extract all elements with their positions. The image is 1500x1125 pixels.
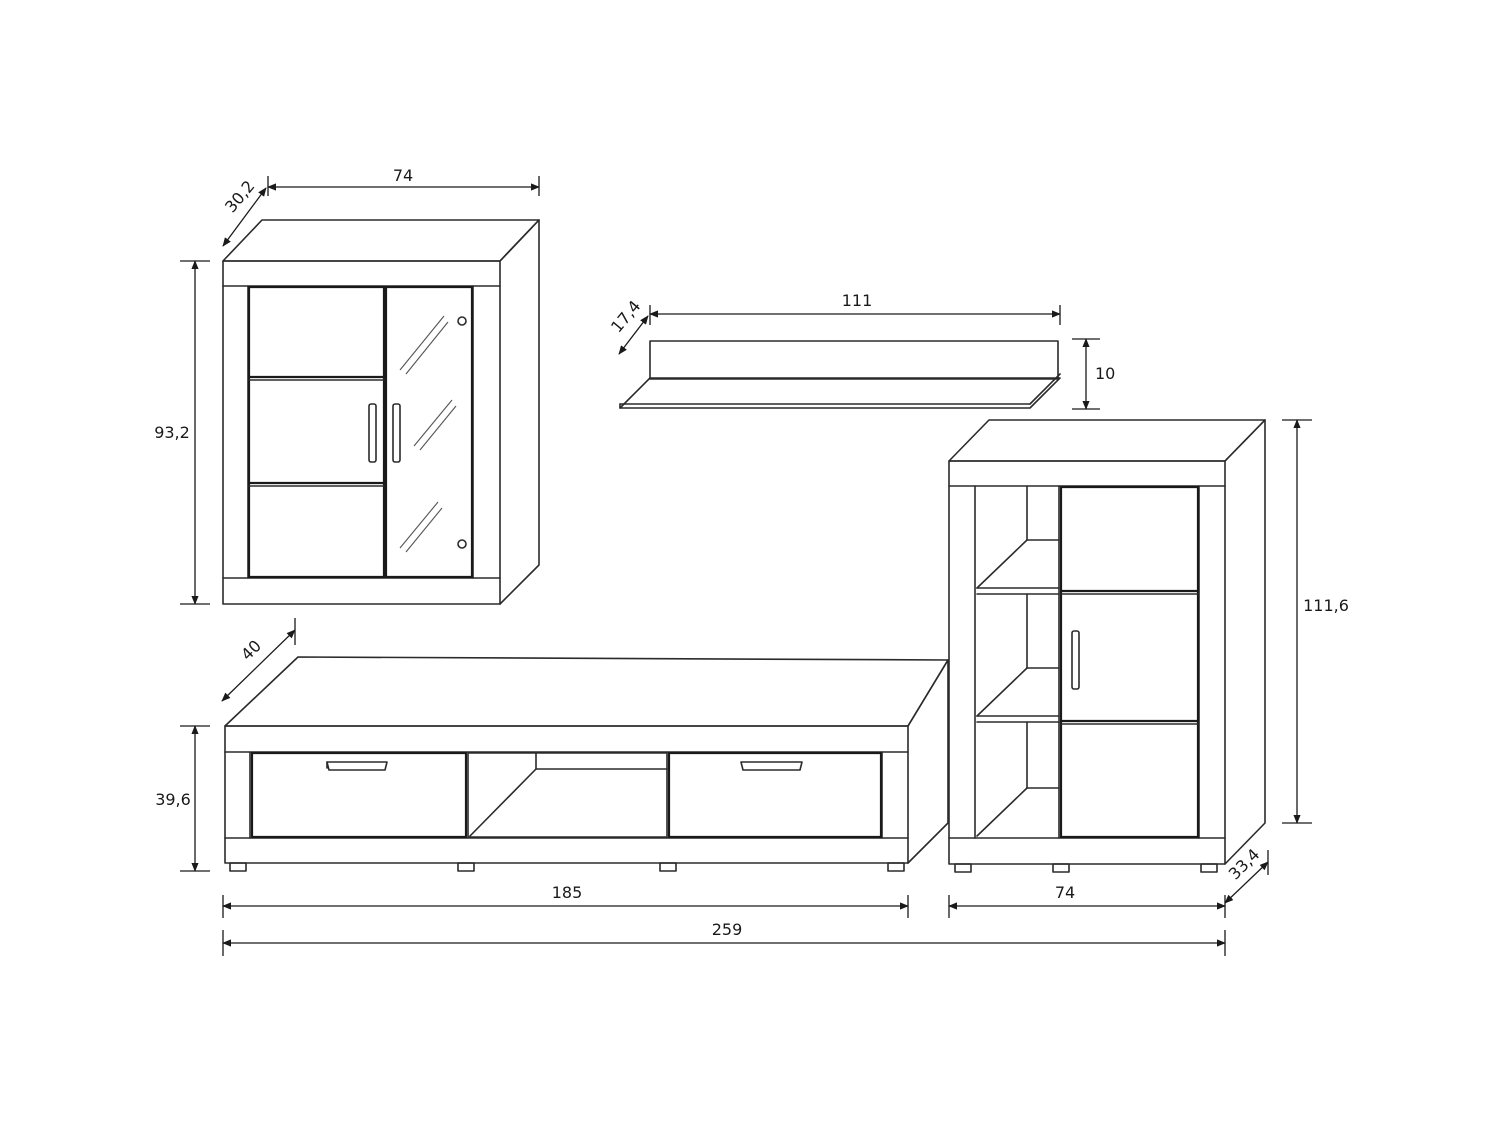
tv-stand-width-label: 185	[552, 883, 583, 902]
highboard-depth-label: 33,4	[1225, 845, 1264, 884]
tv-stand-depth-label: 40	[237, 636, 265, 664]
highboard-width-label: 74	[1055, 883, 1075, 902]
wall-shelf	[619, 340, 1061, 409]
shelf-height-label: 10	[1095, 364, 1115, 383]
shelf-width-label: 111	[842, 291, 873, 310]
highboard-height-label: 111,6	[1303, 596, 1349, 615]
dimension-lines	[180, 176, 1312, 956]
total-width-label: 259	[712, 920, 743, 939]
wall-cabinet	[222, 219, 540, 605]
wall-cabinet-depth-label: 30,2	[221, 177, 258, 217]
wall-cabinet-height-label: 93,2	[154, 423, 190, 442]
tv-stand	[224, 656, 949, 872]
shelf-depth-label: 17,4	[607, 297, 644, 337]
tv-stand-height-label: 39,6	[155, 790, 191, 809]
wall-cabinet-width-label: 74	[393, 166, 413, 185]
highboard	[948, 419, 1266, 873]
